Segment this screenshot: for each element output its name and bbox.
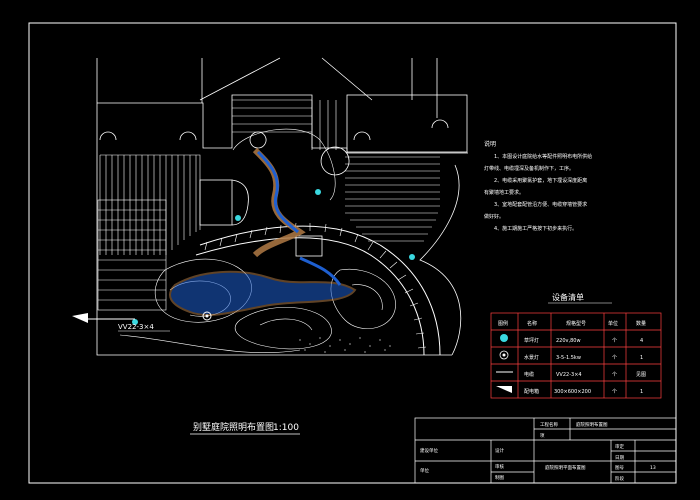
deck-right (232, 99, 440, 242)
tb-check: 审核 (495, 463, 504, 470)
col-name: 名称 (527, 320, 537, 327)
title-block: 工程名称 庭院照明布置图 项 建设单位 单位 设计 审核 制图 庭院照明平面布置… (414, 417, 677, 484)
col-unit: 单位 (608, 320, 618, 327)
bridge (295, 235, 323, 257)
lawn-light-icon (235, 215, 241, 221)
stream-water (169, 147, 357, 316)
tb-project: 工程名称 (540, 421, 558, 428)
row-qty: 见图 (636, 372, 646, 378)
note-line: 2、电缆采用聚氯护套，地下埋设深度距离 (494, 177, 587, 184)
deck-lower-left (97, 199, 167, 311)
site-boundary-lines (199, 57, 438, 118)
row-name: 水景灯 (524, 354, 539, 361)
tb-draw: 制图 (495, 474, 504, 481)
row-name: 电缆 (524, 371, 534, 378)
water-light-legend-icon (499, 350, 509, 360)
row-qty: 1 (640, 355, 643, 361)
site-plan (96, 57, 468, 356)
house-block (346, 94, 468, 153)
tb-phase: 阶段 (615, 475, 624, 482)
design-notes: 说明 1、本图设计庭院给水等配件照明布电所供给 灯带线、电缆埋深及备机制作下，工… (484, 140, 592, 232)
row-spec: 3-5-1.5kw (556, 355, 581, 361)
drawing-scale: 1:100 (273, 423, 299, 433)
notes-heading: 说明 (484, 140, 496, 148)
lawn-light-icon (409, 254, 415, 260)
row-qty: 4 (640, 338, 643, 344)
tb-review: 审定 (615, 443, 624, 450)
distribution-box-icon (72, 313, 88, 323)
row-spec: 300×600×200 (554, 389, 591, 395)
water-light-legend-dot (502, 353, 506, 357)
row-name: 配电箱 (524, 388, 539, 395)
note-line: 1、本图设计庭院给水等配件照明布电所供给 (494, 153, 592, 160)
site-boundary (96, 58, 452, 356)
note-line: 有聚墙地工要求。 (484, 189, 524, 196)
tb-sheet-no: 13 (650, 465, 656, 471)
drawing-title-group: 别墅庭院照明布置图 1:100 (190, 421, 300, 435)
drawing-title: 别墅庭院照明布置图 (193, 421, 274, 433)
gravel (299, 337, 391, 353)
row-name: 草坪灯 (524, 337, 539, 344)
lawn-light-legend-icon (500, 334, 508, 342)
drawing-frame (28, 22, 677, 484)
light-fixtures (132, 189, 415, 325)
tb-design: 设计 (495, 447, 504, 454)
col-qty: 数量 (636, 320, 646, 327)
pavilion (199, 179, 233, 226)
round-planter (320, 146, 350, 176)
curved-path (195, 222, 441, 356)
row-spec: VV22-3×4 (556, 372, 582, 378)
water-light-dot (205, 314, 209, 318)
water-light-icon (202, 311, 212, 321)
pavilion-step (231, 179, 249, 226)
lawn-light-icon (132, 319, 138, 325)
row-unit: 个 (612, 389, 617, 395)
row-unit: 个 (612, 372, 617, 378)
row-spec: 220v,80w (556, 338, 581, 344)
note-line: 灯带线、电缆埋深及备机制作下，工序。 (484, 165, 574, 172)
tb-drawing-name: 庭院照明平面布置图 (545, 464, 586, 471)
equipment-table: 设备清单 图例 名称 规格型号 单位 数量 草坪灯 220v,80w 个 4 水… (490, 292, 662, 399)
tb-date: 日期 (615, 455, 624, 461)
wall-niches (99, 119, 449, 141)
lawn-light-icon (315, 189, 321, 195)
note-line: 3、室地配套配管沿方便、电缆穿墙管要求 (494, 201, 587, 208)
cable-callout: VV22-3×4 (118, 323, 154, 331)
note-line: 做好好。 (484, 213, 504, 220)
tb-owner: 建设单位 (420, 447, 438, 454)
tb-unit: 单位 (420, 467, 429, 474)
col-spec: 规格型号 (566, 320, 586, 327)
row-qty: 1 (640, 389, 643, 395)
tb-item: 项 (540, 433, 545, 439)
tb-sheet-label: 图号 (615, 465, 624, 471)
upper-contour (232, 128, 336, 201)
equipment-title: 设备清单 (552, 292, 584, 302)
row-unit: 个 (612, 355, 617, 361)
contour-right (419, 164, 462, 356)
tb-name-cell: 庭院照明布置图 (576, 421, 608, 428)
distribution-box-legend-icon (496, 386, 512, 393)
note-line: 4、施工期施工严格按下初步来执行。 (494, 225, 577, 232)
col-legend: 图例 (498, 320, 508, 327)
small-planter (249, 131, 267, 149)
row-unit: 个 (612, 338, 617, 344)
cable-route: VV22-3×4 (72, 313, 170, 332)
